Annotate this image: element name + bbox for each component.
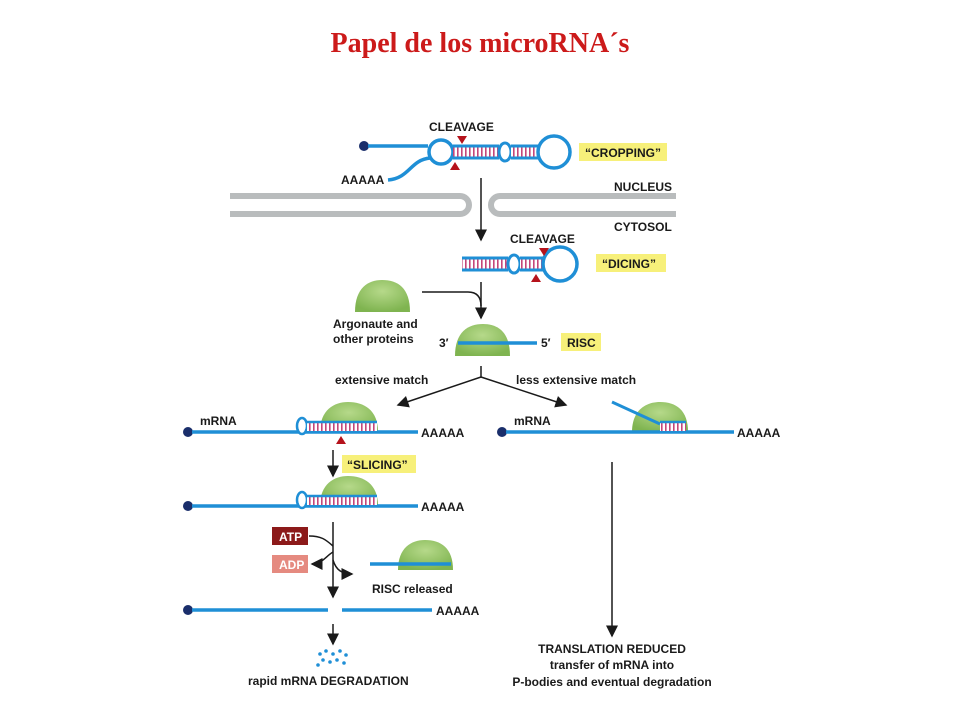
dicing-label: “DICING” xyxy=(602,257,656,271)
dicing-highlight xyxy=(596,254,666,272)
transfer-label-2: P-bodies and eventual degradation xyxy=(512,675,711,689)
nuclear-membrane xyxy=(230,193,676,217)
mrna-right-label: mRNA xyxy=(514,414,551,428)
page-title: Papel de los microRNA´s xyxy=(330,28,630,59)
risc-released-label: RISC released xyxy=(372,582,453,596)
cleavage-label-1: CLEAVAGE xyxy=(429,120,494,134)
risc-release-arrow xyxy=(332,559,354,580)
aaaaa-left-1: AAAAA xyxy=(421,426,465,440)
extensive-match-complex xyxy=(183,402,418,444)
aaaaa-left-2: AAAAA xyxy=(421,500,465,514)
risc-label: RISC xyxy=(567,336,596,350)
transfer-label-1: transfer of mRNA into xyxy=(550,658,674,672)
cropping-label: “CROPPING” xyxy=(585,146,661,160)
join-arrow-horizontal xyxy=(422,291,482,307)
cleavage-label-2: CLEAVAGE xyxy=(510,232,575,246)
slicing-highlight xyxy=(342,455,416,473)
atp-label: ATP xyxy=(279,530,302,544)
slicing-cleavage-marker xyxy=(336,436,346,444)
adp-box xyxy=(272,555,308,573)
adp-label: ADP xyxy=(279,558,304,572)
atp-box xyxy=(272,527,308,545)
cytosol-label: CYTOSOL xyxy=(614,220,672,234)
argonaute-label-1: Argonaute and xyxy=(333,317,418,331)
dicing-cleavage-bottom xyxy=(531,274,541,282)
argonaute-label-2: other proteins xyxy=(333,332,414,346)
argonaute-protein xyxy=(355,280,410,312)
branch-arrow-right xyxy=(480,376,568,408)
less-extensive-complex xyxy=(497,400,734,437)
extensive-match-label: extensive match xyxy=(335,373,428,387)
less-extensive-match-label: less extensive match xyxy=(516,373,636,387)
five-prime-label: 5′ xyxy=(541,336,551,350)
pre-mirna xyxy=(462,245,579,283)
sliced-complex xyxy=(183,476,418,511)
cap-dot xyxy=(359,141,369,151)
slicing-label: “SLICING” xyxy=(347,458,408,472)
cleavage-marker-bottom xyxy=(450,162,460,170)
translation-reduced-label: TRANSLATION REDUCED xyxy=(538,642,686,656)
pri-mirna xyxy=(359,134,572,182)
branch-arrow-left xyxy=(396,376,482,408)
aaaaa-left-3: AAAAA xyxy=(436,604,480,618)
cleavage-marker-top xyxy=(457,136,467,144)
cropping-highlight xyxy=(579,143,667,161)
mrna-left-label: mRNA xyxy=(200,414,237,428)
risc-highlight xyxy=(561,333,601,351)
aaaaa-right: AAAAA xyxy=(737,426,781,440)
polya-tail-label: AAAAA xyxy=(341,173,385,187)
three-prime-label: 3′ xyxy=(439,336,449,350)
cleaved-mrna xyxy=(183,605,432,615)
rapid-degradation-label: rapid mRNA DEGRADATION xyxy=(248,674,409,688)
risc-protein xyxy=(455,324,510,356)
nucleus-label: NUCLEUS xyxy=(614,180,672,194)
dicing-cleavage-top xyxy=(539,248,549,256)
degradation-fragments xyxy=(316,649,348,667)
